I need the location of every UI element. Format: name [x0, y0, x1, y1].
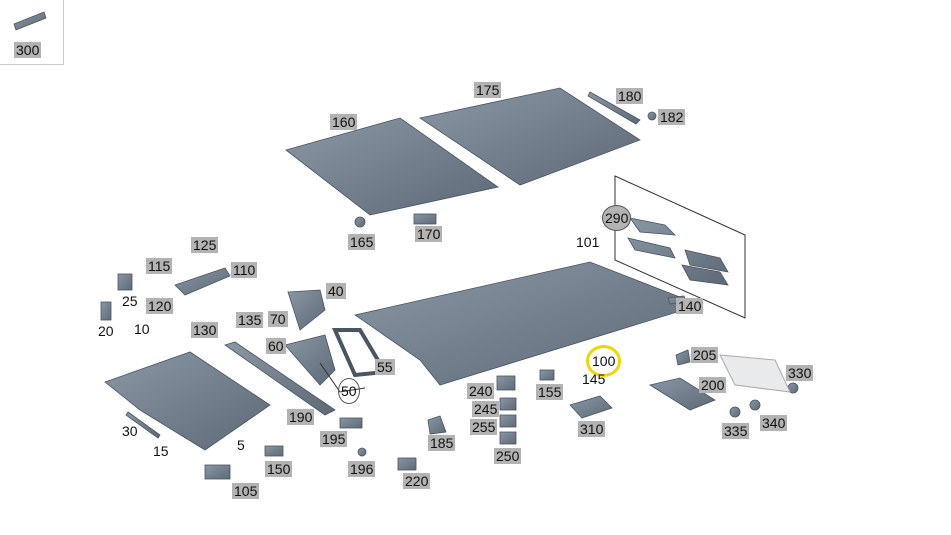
part-label-165[interactable]: 165	[348, 234, 376, 250]
part-240	[496, 375, 516, 391]
part-label-120[interactable]: 120	[146, 298, 174, 314]
part-100-headliner	[354, 261, 702, 386]
part-label-200[interactable]: 200	[699, 377, 727, 393]
part-label-335[interactable]: 335	[722, 423, 750, 439]
part-310-block	[569, 395, 613, 419]
part-label-300[interactable]: 300	[14, 42, 42, 58]
part-300-strip	[13, 11, 47, 31]
group-290-outline	[614, 175, 746, 319]
part-220	[397, 457, 417, 471]
part-label-245[interactable]: 245	[472, 401, 500, 417]
part-label-196[interactable]: 196	[348, 461, 376, 477]
part-255	[499, 414, 517, 428]
part-label-115[interactable]: 115	[146, 258, 173, 274]
part-label-55[interactable]: 55	[375, 359, 395, 375]
part-165	[354, 216, 366, 228]
part-label-70[interactable]: 70	[268, 311, 288, 327]
part-label-30[interactable]: 30	[122, 423, 138, 439]
part-290-lights	[627, 217, 729, 286]
part-label-100[interactable]: 100	[586, 345, 622, 377]
part-label-130[interactable]: 130	[191, 322, 219, 338]
part-label-205[interactable]: 205	[691, 347, 719, 363]
part-label-195[interactable]: 195	[320, 431, 348, 447]
part-60-trim	[284, 334, 336, 386]
part-180-strip	[587, 91, 641, 125]
part-150	[264, 445, 284, 457]
part-label-160[interactable]: 160	[330, 114, 358, 130]
part-label-10[interactable]: 10	[134, 321, 150, 337]
part-label-155[interactable]: 155	[536, 384, 564, 400]
part-label-150[interactable]: 150	[265, 461, 293, 477]
part-30-strip	[125, 411, 161, 439]
part-25	[117, 273, 133, 291]
part-250	[499, 431, 517, 445]
part-330-plate	[719, 354, 791, 393]
part-label-175[interactable]: 175	[474, 82, 502, 98]
part-label-110[interactable]: 110	[231, 262, 258, 278]
part-label-250[interactable]: 250	[494, 448, 522, 464]
part-155	[539, 369, 555, 381]
part-label-105[interactable]: 105	[232, 483, 260, 499]
part-label-5[interactable]: 5	[237, 437, 245, 453]
part-160-roof-panel	[285, 117, 499, 216]
part-20	[100, 301, 112, 321]
part-label-135[interactable]: 135	[236, 312, 264, 328]
part-110-bracket	[174, 267, 231, 296]
part-182	[647, 111, 657, 121]
part-105	[204, 464, 231, 480]
part-label-290[interactable]: 290	[602, 205, 632, 231]
part-label-50[interactable]: 50	[338, 378, 360, 404]
part-label-40[interactable]: 40	[326, 283, 346, 299]
part-label-145[interactable]: 145	[582, 371, 606, 387]
part-label-240[interactable]: 240	[467, 383, 495, 399]
part-200-console	[648, 377, 716, 411]
part-label-140[interactable]: 140	[676, 298, 704, 314]
part-195	[339, 417, 363, 429]
part-245	[499, 397, 517, 411]
part-205	[675, 349, 691, 366]
part-label-170[interactable]: 170	[415, 226, 443, 242]
part-label-60[interactable]: 60	[266, 338, 286, 354]
part-label-220[interactable]: 220	[403, 473, 431, 489]
part-label-190[interactable]: 190	[287, 409, 315, 425]
part-175-roof-panel	[418, 87, 641, 186]
part-185	[427, 415, 447, 435]
part-label-340[interactable]: 340	[760, 415, 788, 431]
part-5-rear-headliner	[104, 351, 271, 451]
part-label-20[interactable]: 20	[98, 323, 114, 339]
part-170	[413, 213, 437, 225]
part-190-strip	[224, 341, 336, 416]
part-196	[357, 447, 367, 457]
part-label-15[interactable]: 15	[153, 443, 169, 459]
part-340	[749, 399, 761, 411]
part-label-125[interactable]: 125	[191, 237, 219, 253]
part-40-bracket	[287, 289, 326, 331]
part-label-101[interactable]: 101	[576, 234, 600, 250]
part-label-182[interactable]: 182	[658, 109, 686, 125]
part-label-25[interactable]: 25	[122, 293, 138, 309]
thumbnail-part-300[interactable]	[0, 0, 64, 65]
part-label-330[interactable]: 330	[786, 365, 814, 381]
part-label-180[interactable]: 180	[616, 88, 644, 104]
part-335	[729, 406, 741, 418]
part-label-185[interactable]: 185	[428, 435, 456, 451]
part-label-310[interactable]: 310	[578, 421, 606, 437]
part-label-255[interactable]: 255	[470, 419, 498, 435]
